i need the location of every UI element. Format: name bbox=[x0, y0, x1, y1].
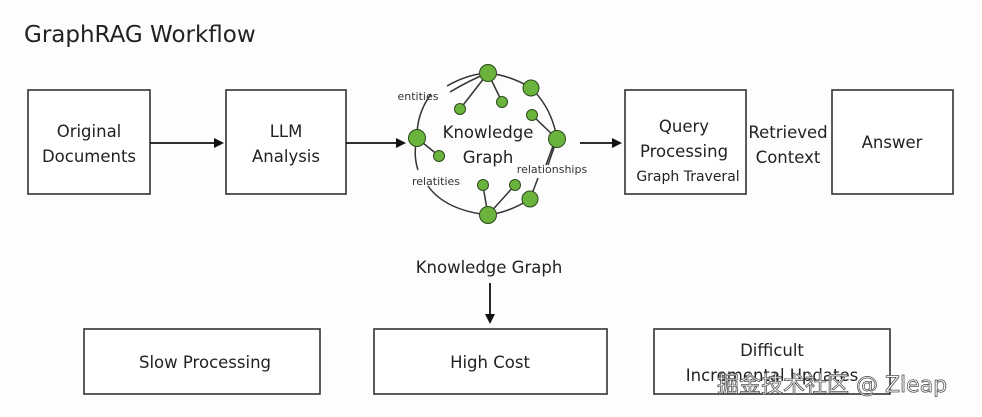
challenge-label-line2: Incremental Updates bbox=[686, 366, 858, 385]
challenge-incremental-updates: Difficult Incremental Updates bbox=[653, 328, 891, 395]
graph-node bbox=[479, 206, 497, 224]
graph-node bbox=[496, 96, 508, 108]
graph-node bbox=[522, 79, 540, 97]
graph-node bbox=[433, 150, 445, 162]
answer-label: Answer bbox=[862, 133, 923, 152]
retrieved-context-line2: Context bbox=[756, 148, 821, 167]
graph-arc bbox=[427, 185, 489, 216]
answer-box: Answer bbox=[831, 89, 954, 195]
original-documents-box: Original Documents bbox=[27, 89, 151, 195]
query-processing-line3: Graph Traveral bbox=[636, 169, 739, 185]
challenge-label: Slow Processing bbox=[139, 353, 271, 372]
entities-label: entities bbox=[398, 90, 439, 103]
retrieved-context-line1: Retrieved bbox=[748, 123, 827, 142]
challenges-source-label: Knowledge Graph bbox=[416, 258, 563, 277]
watermark: 掘金技术社区 @ Zleap bbox=[717, 373, 947, 398]
llm-analysis-line2: Analysis bbox=[252, 147, 320, 166]
graph-node bbox=[479, 64, 497, 82]
original-documents-line2: Documents bbox=[42, 147, 136, 166]
query-processing-line2: Processing bbox=[640, 142, 728, 161]
llm-analysis-line1: LLM bbox=[270, 122, 303, 141]
challenge-high-cost: High Cost bbox=[373, 328, 608, 395]
knowledge-graph-line1: Knowledge bbox=[443, 123, 534, 142]
llm-analysis-box: LLM Analysis bbox=[225, 89, 347, 195]
graph-node bbox=[408, 129, 426, 147]
graph-node bbox=[454, 103, 466, 115]
challenge-label: High Cost bbox=[450, 353, 530, 372]
graph-node bbox=[526, 109, 538, 121]
query-processing-line1: Query bbox=[659, 117, 709, 136]
knowledge-graph-line2: Graph bbox=[463, 148, 514, 167]
knowledge-graph-cluster: Knowledge Graph entities relatities rela… bbox=[398, 64, 588, 224]
graph-node bbox=[477, 179, 489, 191]
original-documents-line1: Original bbox=[57, 122, 122, 141]
relatities-label: relatities bbox=[412, 175, 460, 188]
challenge-slow-processing: Slow Processing bbox=[83, 328, 321, 395]
challenge-label-line1: Difficult bbox=[740, 341, 804, 360]
graph-node bbox=[509, 179, 521, 191]
relationships-label: relationships bbox=[517, 163, 588, 176]
query-processing-box: Query Processing Graph Traveral bbox=[624, 89, 747, 195]
graph-node bbox=[548, 130, 566, 148]
graph-node bbox=[521, 190, 539, 208]
diagram-title: GraphRAG Workflow bbox=[24, 22, 256, 48]
